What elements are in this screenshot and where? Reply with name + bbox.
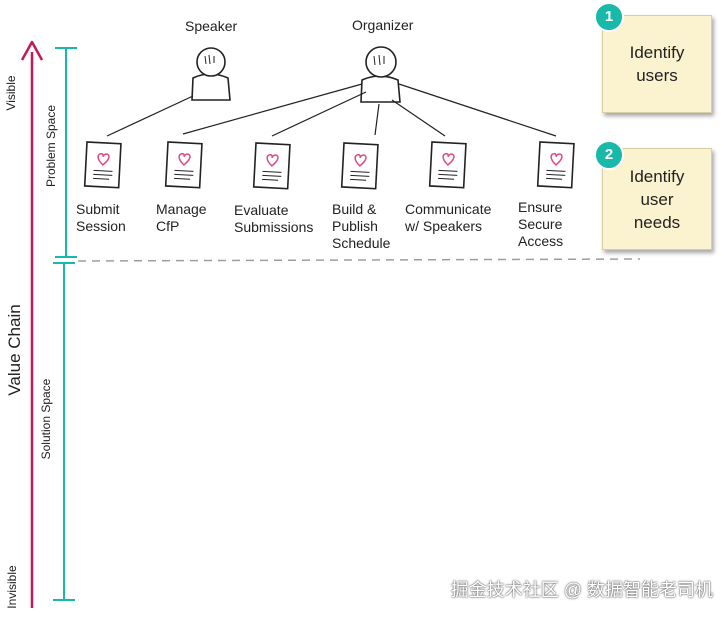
visible-label: Visible [4,75,18,111]
solution-space-label: Solution Space [39,378,53,460]
organizer-label: Organizer [352,17,414,33]
step-badge-1: 1 [594,2,624,32]
need-label-evaluate-submissions: Evaluate Submissions [234,202,314,235]
problem-space-label: Problem Space [44,104,58,188]
need-card-icon [536,141,575,189]
need-card-icon [83,141,122,189]
value-chain-arrow-head [20,40,44,61]
need-card-icon [340,142,379,190]
visibility-divider [77,258,641,262]
need-label-communicate-speakers: Communicate w/ Speakers [405,201,492,234]
need-card-icon [252,142,291,190]
watermark: 掘金技术社区 @ 数据智能老司机 [450,580,713,600]
step-note-identify-users: Identify users [602,15,712,113]
need-card-icon [164,141,203,189]
need-label-manage-cfp: Manage CfP [156,201,207,234]
organizer-icon [360,46,401,103]
need-card-icons [83,141,575,190]
step-note-identify-user-needs: Identify user needs [602,148,712,250]
need-label-submit-session: Submit Session [76,201,126,234]
need-label-ensure-secure-access: Ensure Secure Access [518,199,564,249]
value-chain-title: Value Chain [5,304,24,396]
speaker-label: Speaker [185,18,238,34]
role-need-connectors [106,83,557,137]
invisible-label: Invisible [5,565,19,609]
step-badge-2: 2 [594,140,624,170]
need-label-build-publish-schedule: Build & Publish Schedule [332,201,391,251]
need-card-icon [428,141,467,189]
speaker-icon [191,47,231,101]
